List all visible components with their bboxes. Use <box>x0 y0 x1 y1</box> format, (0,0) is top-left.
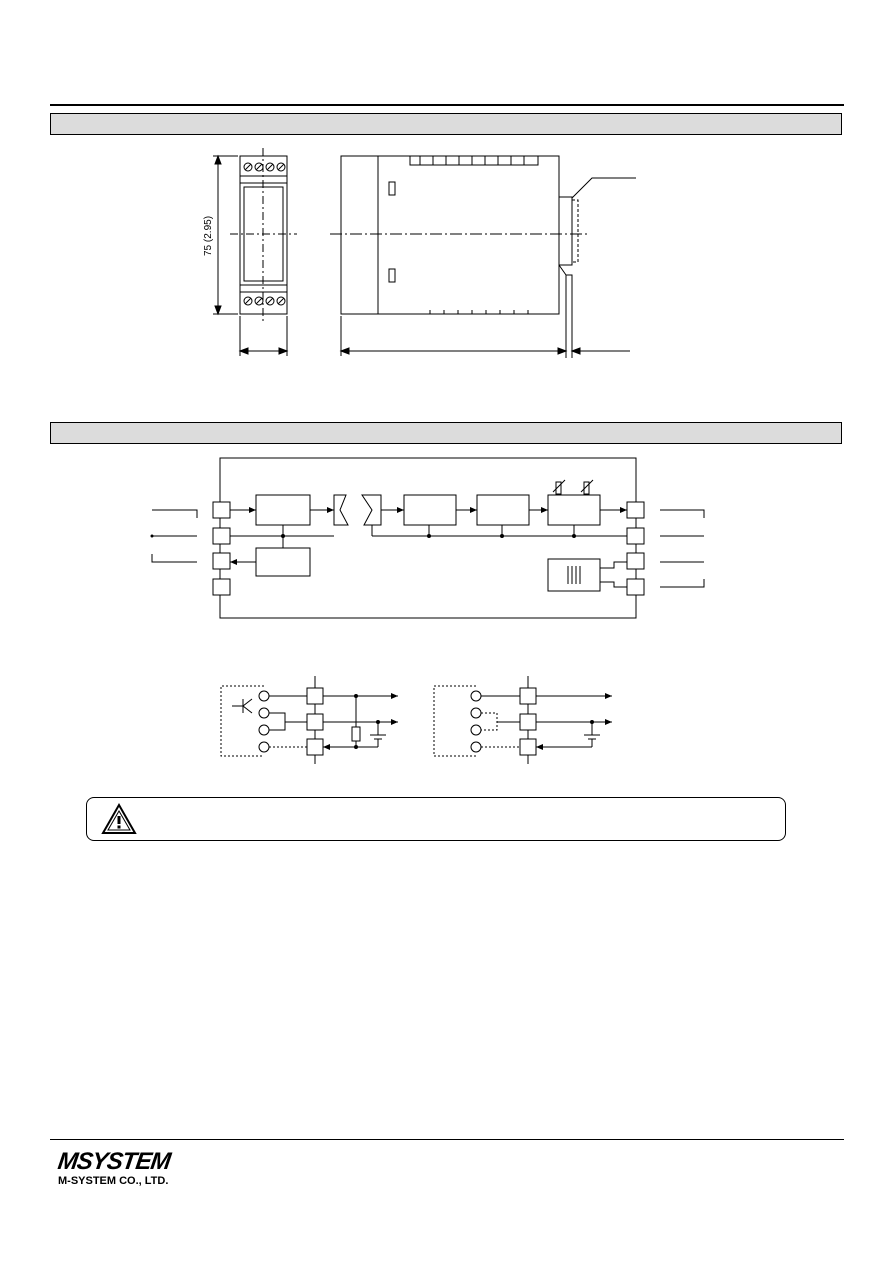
bottom-rule <box>50 1139 844 1140</box>
top-rule <box>50 104 844 106</box>
wiring1-terminal-3 <box>306 738 324 756</box>
company-logo: MSYSTEM M-SYSTEM CO., LTD. <box>56 1148 172 1188</box>
terminal-in-4 <box>212 578 231 596</box>
terminal-out-3 <box>626 552 645 570</box>
warning-triangle-icon <box>101 802 137 834</box>
company-name: M-SYSTEM CO., LTD. <box>58 1175 169 1187</box>
wiring1-terminal-2 <box>306 713 324 731</box>
wiring2-terminal-2 <box>519 713 537 731</box>
section-bar-dimensions <box>50 113 842 135</box>
wiring2-terminal-3 <box>519 738 537 756</box>
warning-box <box>86 797 786 841</box>
logo-mark: MSYSTEM <box>56 1148 172 1175</box>
terminal-in-3 <box>212 552 231 570</box>
height-dimension-label: 75 (2.95) <box>203 216 214 256</box>
wiring2-terminal-1 <box>519 687 537 705</box>
section-bar-block-diagram <box>50 422 842 444</box>
side-view-body <box>340 155 560 315</box>
wiring1-terminal-1 <box>306 687 324 705</box>
block-power-supply <box>547 558 601 592</box>
